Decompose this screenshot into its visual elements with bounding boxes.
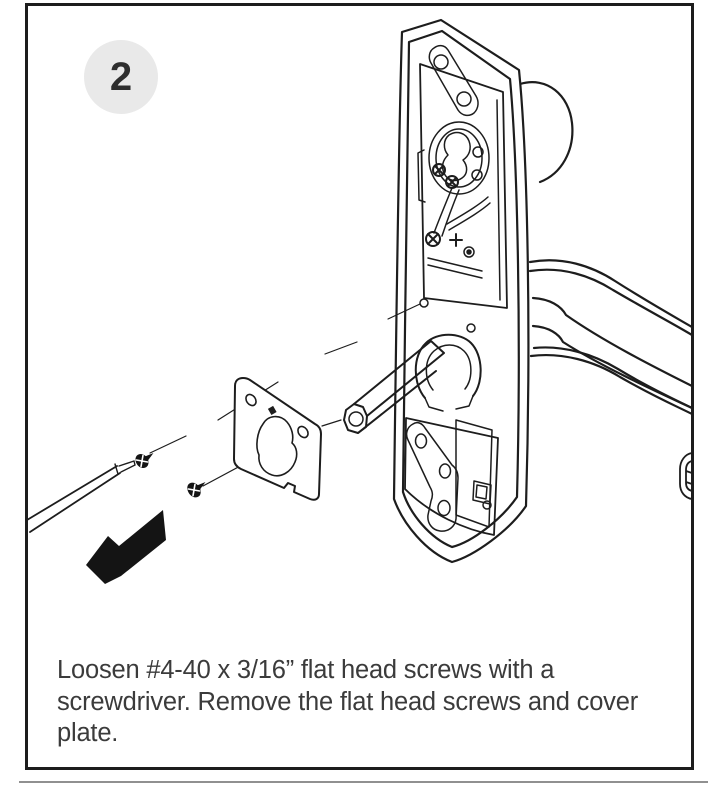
step-instruction: Loosen #4-40 x 3/16” flat head screws wi… xyxy=(57,655,667,750)
internal-mechanism xyxy=(404,44,508,536)
instruction-line: Loosen #4-40 x 3/16” flat head screws wi… xyxy=(57,656,555,684)
spindle-hub xyxy=(414,333,482,412)
flat-head-screw xyxy=(135,452,206,498)
lever-handle xyxy=(518,81,694,500)
instruction-line: screwdriver. Remove the flat head screws… xyxy=(57,687,639,716)
removal-arrow xyxy=(86,510,166,584)
step-panel: 2 xyxy=(25,3,694,770)
step-number-badge: 2 xyxy=(84,40,158,114)
lever-rose-bump xyxy=(518,81,574,184)
cover-plate-stamp xyxy=(267,405,277,415)
spindle-shaft xyxy=(343,340,445,434)
page-divider xyxy=(19,781,708,783)
instruction-line: plate. xyxy=(57,719,119,747)
step-number: 2 xyxy=(109,54,133,99)
screwdriver xyxy=(26,460,136,533)
escutcheon-housing xyxy=(392,18,530,564)
phillips-screw-icon xyxy=(425,163,463,247)
cover-plate-cutout xyxy=(256,415,298,477)
lever-end-cap xyxy=(679,452,693,500)
cover-plate xyxy=(233,377,322,501)
